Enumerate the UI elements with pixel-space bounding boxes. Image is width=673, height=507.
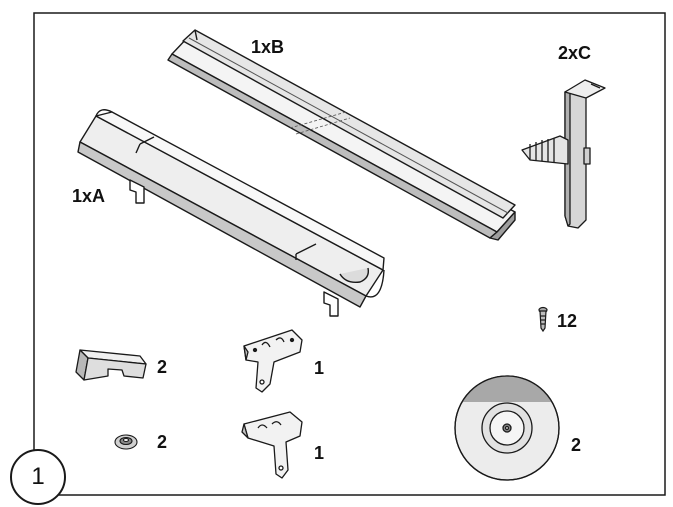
screw-drawing — [538, 306, 548, 333]
mount-plate-lower-qty: 1 — [314, 443, 325, 463]
bracket-c-label: 2xC — [558, 43, 592, 63]
rail-b-drawing — [167, 29, 516, 241]
grommet-drawing — [114, 434, 138, 450]
step-number: 1 — [31, 463, 45, 490]
corner-clip-qty: 2 — [157, 357, 168, 377]
mount-plate-upper-drawing — [243, 329, 303, 393]
disc-qty: 2 — [571, 435, 582, 455]
disc-drawing — [454, 375, 560, 481]
grommet-qty: 2 — [157, 432, 168, 452]
screw-qty: 12 — [557, 311, 578, 331]
rail-a-drawing — [77, 109, 385, 317]
bracket-c-drawing — [521, 79, 606, 229]
step-number-badge: 1 — [10, 449, 66, 505]
mount-plate-lower-drawing — [241, 411, 303, 479]
rail-b-label: 1xB — [251, 37, 285, 57]
rail-a-label: 1xA — [72, 186, 106, 206]
mount-plate-upper-qty: 1 — [314, 358, 325, 378]
corner-clip-drawing — [75, 349, 147, 381]
